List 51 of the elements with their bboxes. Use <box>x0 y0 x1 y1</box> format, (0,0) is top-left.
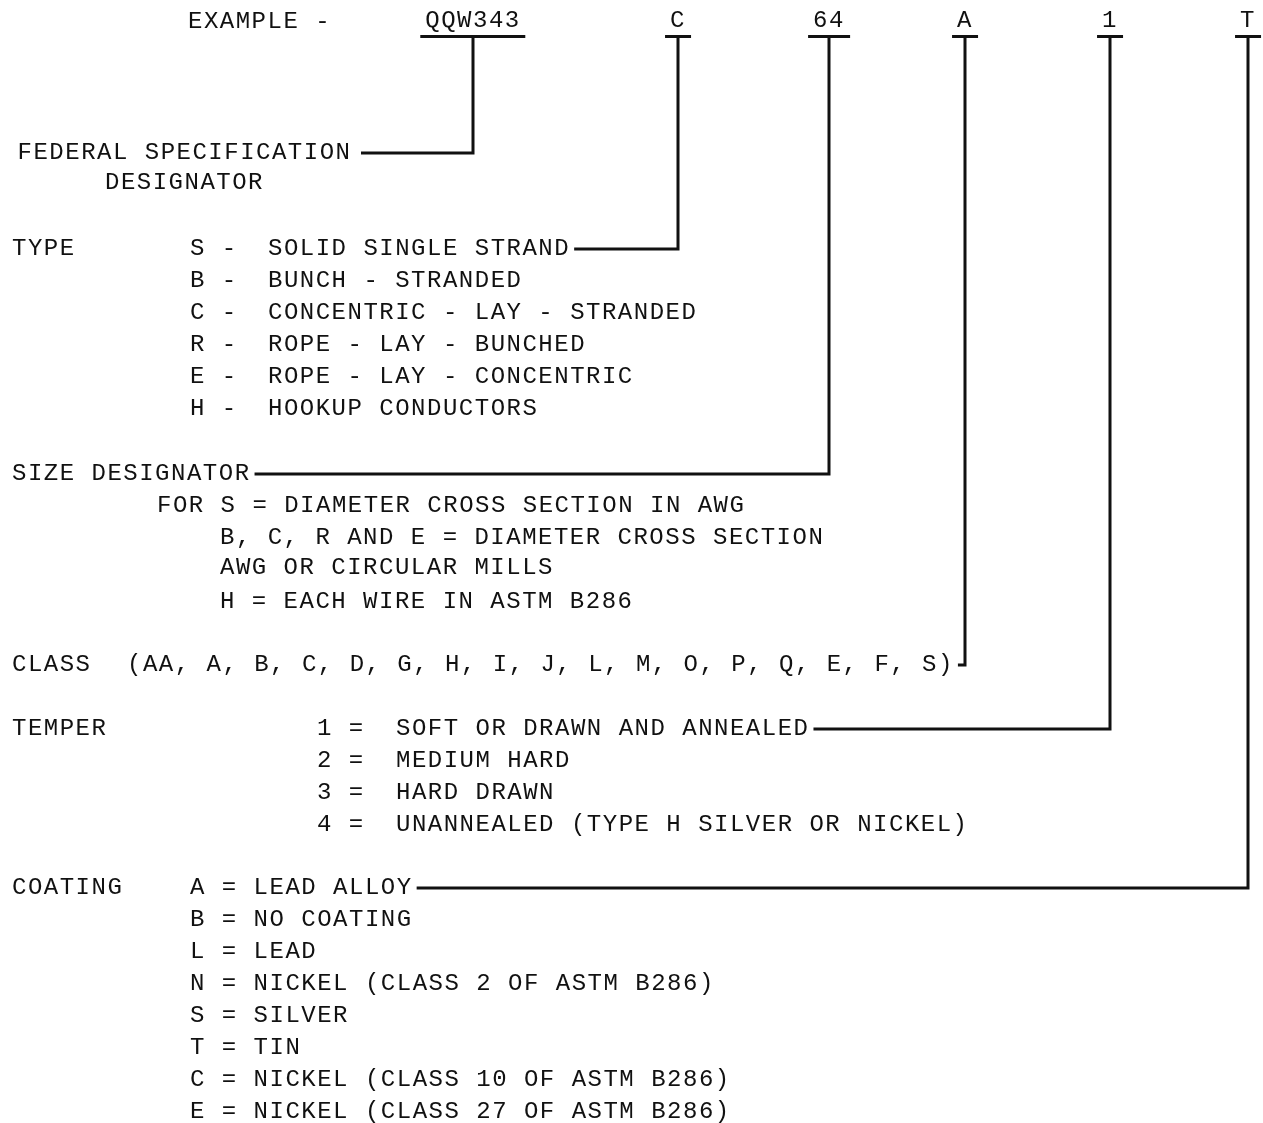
legend-text: COATING <box>12 873 124 903</box>
legend-text: T = TIN <box>190 1033 302 1063</box>
field-code: 1 = <box>317 714 365 744</box>
example-label: EXAMPLE - <box>188 7 332 37</box>
legend-text: H - <box>190 394 238 424</box>
designation-code: QQW343 <box>420 7 526 38</box>
legend-text: ROPE - LAY - CONCENTRIC <box>268 362 634 392</box>
leader-line <box>254 38 831 476</box>
legend-text: TYPE <box>12 234 76 264</box>
legend-text: C = NICKEL (CLASS 10 OF ASTM B286) <box>190 1065 731 1095</box>
legend-text: 3 = <box>317 778 365 808</box>
legend-text: L = LEAD <box>190 937 318 967</box>
field-description: FEDERAL SPECIFICATION DESIGNATOR <box>12 138 357 198</box>
legend-text: MEDIUM HARD <box>396 746 571 776</box>
leader-line <box>416 38 1250 890</box>
legend-text: B - <box>190 266 238 296</box>
legend-text: E = NICKEL (CLASS 27 OF ASTM B286) <box>190 1097 731 1123</box>
designation-code: 1 <box>1097 7 1123 38</box>
leader-line <box>957 38 967 667</box>
legend-text: C - <box>190 298 238 328</box>
legend-text: S = SILVER <box>190 1001 350 1031</box>
legend-text: ROPE - LAY - BUNCHED <box>268 330 587 360</box>
legend-text: UNANNEALED (TYPE H SILVER OR NICKEL) <box>396 810 969 840</box>
legend-text: E - <box>190 362 238 392</box>
leader-line <box>361 38 475 155</box>
legend-text: FOR S = DIAMETER CROSS SECTION IN AWG <box>157 491 746 521</box>
legend-text: R - <box>190 330 238 360</box>
designation-code: C <box>665 7 691 38</box>
legend-text: BUNCH - STRANDED <box>268 266 523 296</box>
legend-text: H = EACH WIRE IN ASTM B286 <box>220 587 634 617</box>
legend-text: 2 = <box>317 746 365 776</box>
legend-text: HARD DRAWN <box>396 778 556 808</box>
designation-code: A <box>952 7 978 38</box>
leader-line <box>574 38 680 251</box>
leader-line <box>813 38 1112 731</box>
legend-text: TEMPER <box>12 714 108 744</box>
field-description: (AA, A, B, C, D, G, H, I, J, L, M, O, P, Q, E, F, S) <box>127 650 954 680</box>
field-description: A = LEAD ALLOY <box>190 873 413 903</box>
field-description: SOFT OR DRAWN AND ANNEALED <box>396 714 810 744</box>
legend-text: N = NICKEL (CLASS 2 OF ASTM B286) <box>190 969 715 999</box>
legend-text: CONCENTRIC - LAY - STRANDED <box>268 298 698 328</box>
field-description: SOLID SINGLE STRAND <box>268 234 571 264</box>
legend-text: B = NO COATING <box>190 905 413 935</box>
field-code: CLASS <box>12 650 92 680</box>
legend-text: HOOKUP CONDUCTORS <box>268 394 539 424</box>
designation-code: T <box>1235 7 1261 38</box>
legend-text: 4 = <box>317 810 365 840</box>
legend-text: B, C, R AND E = DIAMETER CROSS SECTION AWG OR CIRCULAR MILLS <box>220 523 826 583</box>
designation-code: 64 <box>808 7 850 38</box>
field-code: S - <box>190 234 238 264</box>
field-description: SIZE DESIGNATOR <box>12 459 251 489</box>
